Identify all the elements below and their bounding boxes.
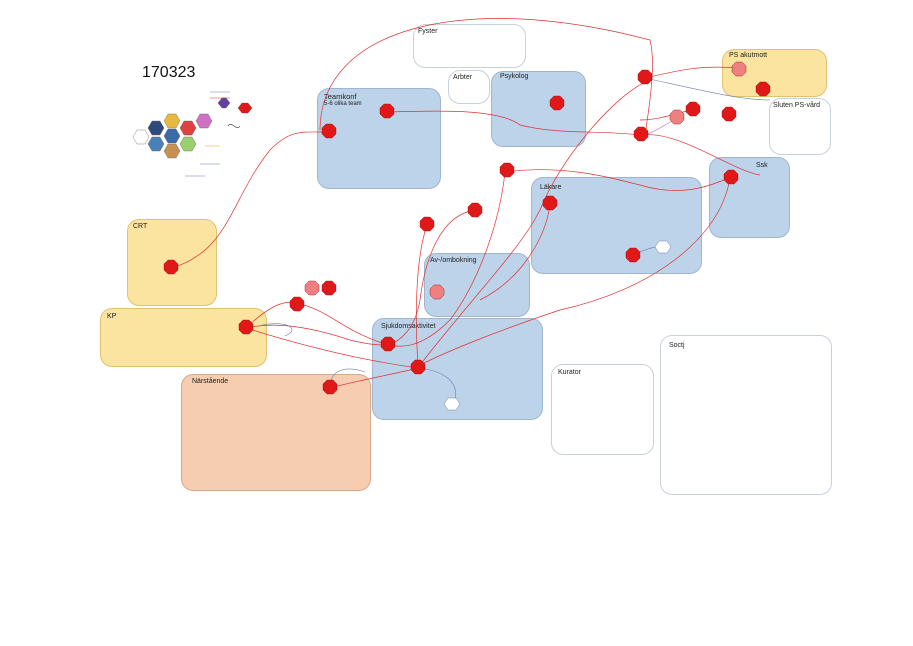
legend-hex-red-small [237,102,253,114]
node-red-kp[interactable] [321,280,337,296]
legend-hex-magenta [195,113,213,129]
legend-hex-purple [217,97,231,109]
node-sjukdom-outline[interactable] [443,397,461,411]
node-sluten[interactable] [721,106,737,122]
node-teamkonf[interactable] [321,123,337,139]
area-arbter[interactable]: Arbter [448,70,490,104]
node-lakare[interactable] [542,195,558,211]
legend-hex-red [179,120,197,136]
node-upper-mid[interactable] [467,202,483,218]
node-pink-kp[interactable] [304,280,320,296]
node-sjukdom-a[interactable] [380,336,396,352]
flow-line-blue [261,323,292,337]
legend-hex-blue [163,128,181,144]
flow-line [387,110,641,136]
flow-line [389,171,506,347]
area-fyster-label: Fyster [418,28,438,35]
area-psykolog[interactable]: Psykolog [491,71,586,147]
area-kurator-label: Kurator [558,369,581,376]
flow-line [479,204,551,301]
node-ps-akutmott-b[interactable] [755,81,771,97]
node-crt[interactable] [163,259,179,275]
area-av-ombokning[interactable]: Av-/ombokning [424,253,530,317]
node-kp-top[interactable] [289,296,305,312]
flow-line [415,224,428,366]
node-center[interactable] [499,162,515,178]
legend-hex-amber [163,113,181,129]
date-title: 170323 [142,64,196,81]
legend-line [227,124,241,128]
legend-hex-steel [147,136,165,152]
flow-line [329,367,419,389]
node-mid[interactable] [419,216,435,232]
flow-line [389,209,476,346]
area-kp[interactable]: KP [100,308,267,367]
flow-line [419,81,646,366]
node-narstaende[interactable] [322,379,338,395]
area-arbter-label: Arbter [453,74,473,81]
flow-line [245,327,419,369]
node-right-pink[interactable] [669,109,685,125]
flow-line [295,302,389,346]
node-lakare-outline[interactable] [654,240,672,254]
legend-hex-white [132,129,150,145]
area-crt-label: CRT [133,223,148,230]
area-fyster[interactable]: Fyster [413,24,526,68]
area-socti-label: Soctj [669,342,685,349]
area-teamkonf-sublabel: 5-6 olika team [324,101,362,107]
area-kp-label: KP [107,313,117,320]
legend-hex-navy [147,120,165,136]
area-ssk-label: Ssk [756,162,768,169]
flow-line [639,134,761,176]
node-lakare-2[interactable] [625,247,641,263]
flow-line-blue [644,77,771,101]
area-sjukdomsaktivitet-label: Sjukdomsaktivitet [381,323,436,330]
node-av-ombokning[interactable] [429,284,445,300]
node-psykolog[interactable] [549,95,565,111]
area-av-ombokning-label: Av-/ombokning [430,257,477,264]
node-teamkonf-2[interactable] [379,103,395,119]
flow-line [644,66,739,79]
node-top-right-b[interactable] [633,126,649,142]
node-top-right-a[interactable] [637,69,653,85]
area-socti[interactable]: Soctj [660,335,832,495]
node-ps-akutmott-a[interactable] [731,61,747,77]
legend-hex-green [179,136,197,152]
legend-hex-brown [163,143,181,159]
flow-line [504,169,731,191]
flow-line [171,131,326,269]
area-sluten-ps-vard[interactable]: Sluten PS-vård [769,98,831,155]
flow-line [245,324,389,346]
area-teamkonf-label: Teamkonf [324,92,357,101]
flow-line [419,177,731,366]
node-ssk[interactable] [723,169,739,185]
area-teamkonf[interactable]: Teamkonf 5-6 olika team [317,88,441,189]
node-right-middle[interactable] [685,101,701,117]
legend-hex-cluster [132,113,213,159]
area-psykolog-label: Psykolog [500,73,529,80]
area-ps-akutmott-label: PS akutmott [729,52,768,59]
area-ssk[interactable]: Ssk [709,157,790,238]
area-narstaende-label: Närstående [192,378,229,385]
area-narstaende[interactable]: Närstående [181,374,371,491]
area-kurator[interactable]: Kurator [551,364,654,455]
area-sluten-ps-vard-label: Sluten PS-vård [773,102,821,109]
node-sjukdom-b[interactable] [410,359,426,375]
node-kp[interactable] [238,319,254,335]
